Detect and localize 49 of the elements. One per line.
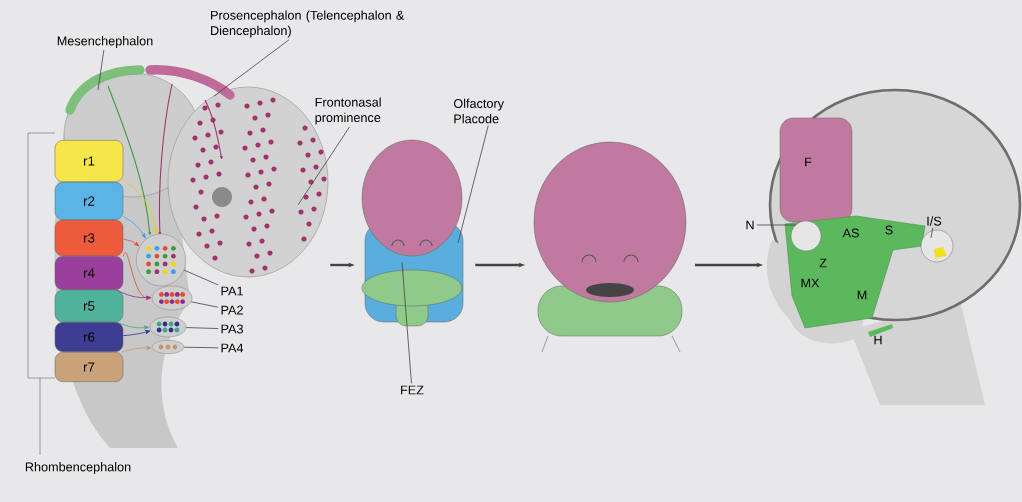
arrow [121, 345, 152, 353]
leader-line [183, 269, 219, 286]
region-label: AS [842, 228, 859, 238]
leader-line [756, 224, 797, 226]
structure-label: PA1 [221, 286, 243, 296]
arrow [116, 321, 149, 330]
head-drawing [766, 88, 1022, 405]
rhombomere-box: r3 [54, 219, 124, 257]
region-label: Z [819, 258, 827, 268]
embryo-front-drawing [361, 139, 464, 327]
leader-line [97, 49, 105, 91]
arrow [115, 289, 152, 300]
arrow [122, 252, 151, 300]
leader-line [457, 125, 489, 244]
pharyngeal-arch [151, 340, 185, 354]
region-label: M [857, 290, 867, 300]
rhombomere-box: r5 [54, 289, 124, 323]
leader-line [183, 346, 219, 349]
rhombomere-box: r2 [54, 182, 124, 220]
rhombomere-box: r1 [54, 140, 124, 182]
structure-label: N [746, 220, 754, 230]
structure-label: I/S [927, 216, 942, 226]
structure-label: PA2 [221, 305, 243, 315]
embryo-front-drawing [533, 141, 687, 353]
region-label: S [885, 225, 893, 235]
arrow [122, 216, 146, 239]
region-label: H [874, 335, 882, 345]
structure-label: Rhombencephalon [25, 462, 131, 474]
arrow [122, 179, 158, 234]
leader-line [185, 327, 219, 329]
structure-label: Frontonasal prominence [315, 97, 381, 125]
leader-line [190, 301, 219, 308]
region-label: F [805, 157, 812, 167]
structure-label: Prosencephalon (Telencephalon & Diencephalon) [211, 10, 405, 38]
structure-label: PA3 [221, 324, 243, 334]
arrow [122, 330, 151, 337]
structure-label: Mesenchephalon [57, 36, 153, 48]
leader-line [930, 227, 934, 239]
structure-label: Olfactory Placode [453, 98, 504, 124]
leader-line [213, 39, 290, 97]
leader-line [401, 261, 412, 384]
leader-line [297, 126, 350, 206]
rhombomere-box: r6 [54, 322, 124, 352]
structure-label: FEZ [401, 385, 424, 395]
rhombomere-box: r7 [54, 352, 124, 382]
rhombomere-box: r4 [54, 256, 124, 290]
structure-label: PA4 [221, 343, 244, 353]
region-label: MX [801, 278, 820, 288]
arrow [122, 238, 140, 247]
